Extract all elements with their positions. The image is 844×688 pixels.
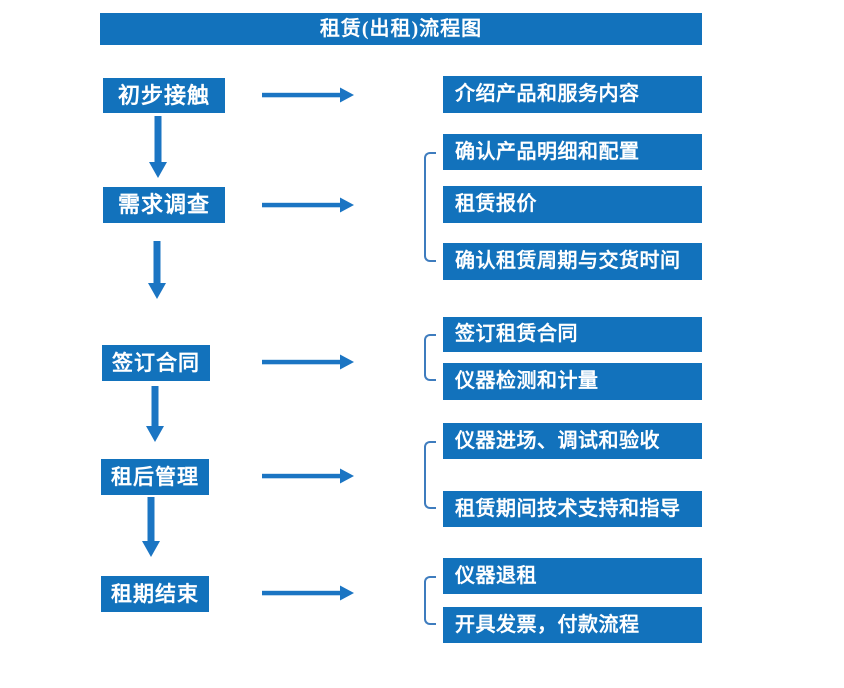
detail-box: 签订租赁合同 [443, 317, 702, 352]
group-bracket [424, 334, 436, 381]
flowchart-title: 租赁(出租)流程图 [100, 13, 702, 45]
right-arrow-icon [262, 585, 354, 601]
group-bracket [424, 152, 436, 262]
down-arrow-icon [141, 497, 161, 557]
detail-box: 仪器进场、调试和验收 [443, 423, 702, 459]
right-arrow-icon [262, 197, 354, 213]
down-arrow-icon [146, 386, 164, 442]
right-arrow-icon [262, 87, 354, 103]
detail-box: 介绍产品和服务内容 [443, 76, 702, 113]
detail-box: 确认租赁周期与交货时间 [443, 243, 702, 280]
detail-box: 仪器检测和计量 [443, 363, 702, 400]
down-arrow-icon [148, 116, 168, 178]
stage-box-lease-end: 租期结束 [101, 576, 209, 612]
stage-box-initial-contact: 初步接触 [103, 78, 225, 113]
down-arrow-icon [142, 497, 160, 557]
stage-box-post-rental-management: 租后管理 [101, 459, 209, 495]
group-bracket [424, 441, 436, 509]
down-arrow-icon [149, 116, 167, 178]
right-arrow-icon [262, 468, 354, 484]
right-arrow-icon [262, 197, 354, 213]
detail-box: 开具发票，付款流程 [443, 607, 702, 643]
detail-box: 租赁报价 [443, 186, 702, 223]
right-arrow-icon [262, 585, 354, 601]
group-bracket [424, 576, 436, 625]
right-arrow-icon [262, 354, 354, 370]
down-arrow-icon [148, 241, 166, 299]
detail-box: 仪器退租 [443, 558, 702, 594]
down-arrow-icon [147, 241, 167, 299]
detail-box: 租赁期间技术支持和指导 [443, 491, 702, 527]
right-arrow-icon [262, 87, 354, 103]
right-arrow-icon [262, 354, 354, 370]
stage-box-contract-signing: 签订合同 [102, 345, 210, 381]
detail-box: 确认产品明细和配置 [443, 134, 702, 170]
down-arrow-icon [145, 386, 165, 442]
right-arrow-icon [262, 468, 354, 484]
stage-box-requirement-survey: 需求调查 [103, 187, 225, 223]
